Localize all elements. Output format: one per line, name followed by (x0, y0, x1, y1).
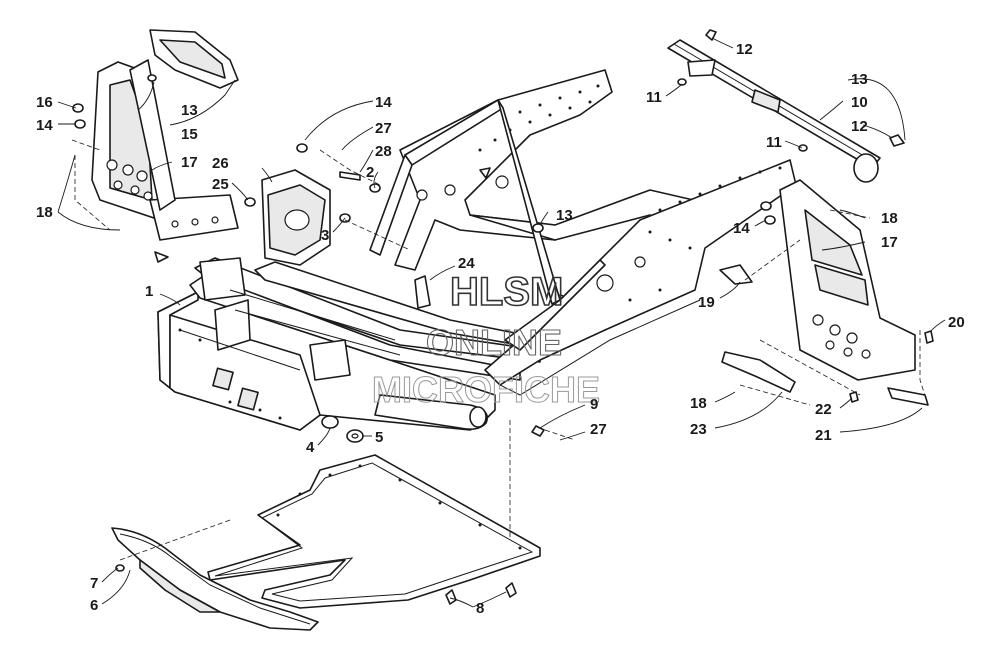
watermark-line-1: HLSM (450, 270, 563, 314)
callouts: 1 2 3 4 5 6 7 8 9 10 11 11 12 12 13 13 1… (36, 41, 965, 617)
assembly-lines (71, 139, 929, 561)
callout-18-right: 18 (881, 210, 898, 227)
callout-24: 24 (458, 255, 475, 272)
front-frame (157, 257, 551, 431)
callout-19: 19 (698, 294, 715, 311)
callout-12-top: 12 (736, 41, 753, 58)
callout-7: 7 (90, 575, 98, 592)
callout-10: 10 (851, 94, 868, 111)
watermark: HLSM ONLINE MICROFICHE (372, 269, 601, 410)
callout-12-right: 12 (851, 118, 868, 135)
callout-11-post: 11 (646, 89, 662, 106)
callout-18-bottom: 18 (690, 395, 707, 412)
callout-28: 28 (375, 143, 392, 160)
rail-holes-right (628, 166, 782, 302)
callout-1: 1 (145, 283, 153, 300)
callout-26: 26 (212, 155, 229, 172)
callout-20: 20 (948, 314, 965, 331)
callout-3: 3 (321, 227, 329, 244)
callout-14-right: 14 (733, 220, 750, 237)
callout-17-right: 17 (881, 234, 898, 251)
callout-27-top: 27 (375, 120, 392, 137)
callout-8: 8 (476, 600, 484, 617)
callout-25: 25 (212, 176, 229, 193)
callout-2: 2 (366, 164, 374, 181)
upper-tube-frame (369, 99, 606, 351)
steering-post (667, 39, 881, 183)
callout-27-bottom: 27 (590, 421, 607, 438)
callout-16: 16 (36, 94, 53, 111)
callout-13-left: 13 (181, 102, 198, 119)
skid-plate (111, 527, 319, 631)
callout-14-center: 14 (375, 94, 392, 111)
strap-21 (887, 387, 929, 406)
left-top-brace (149, 29, 239, 89)
right-footrest (779, 179, 916, 381)
callout-22: 22 (815, 401, 832, 418)
callout-4: 4 (306, 439, 315, 456)
callout-17-left: 17 (181, 154, 198, 171)
callout-13-right: 13 (851, 71, 868, 88)
callout-6: 6 (90, 597, 98, 614)
hardware (72, 29, 934, 605)
callout-18-left: 18 (36, 204, 53, 221)
leader-lines (57, 37, 946, 608)
callout-21: 21 (815, 427, 832, 444)
callout-11-clamp: 11 (766, 134, 782, 151)
callout-9: 9 (590, 396, 598, 413)
callout-23: 23 (690, 421, 707, 438)
callout-13-center: 13 (556, 207, 573, 224)
callout-5: 5 (375, 429, 383, 446)
floor-plate (207, 454, 541, 609)
bracket-19 (719, 264, 753, 285)
center-bracket (261, 169, 331, 266)
watermark-line-2: ONLINE (426, 322, 562, 363)
left-footrest (91, 59, 239, 241)
callout-14-left: 14 (36, 117, 53, 134)
watermark-line-3: MICROFICHE (372, 369, 600, 410)
callout-15: 15 (181, 126, 198, 143)
strap-23 (721, 351, 796, 393)
